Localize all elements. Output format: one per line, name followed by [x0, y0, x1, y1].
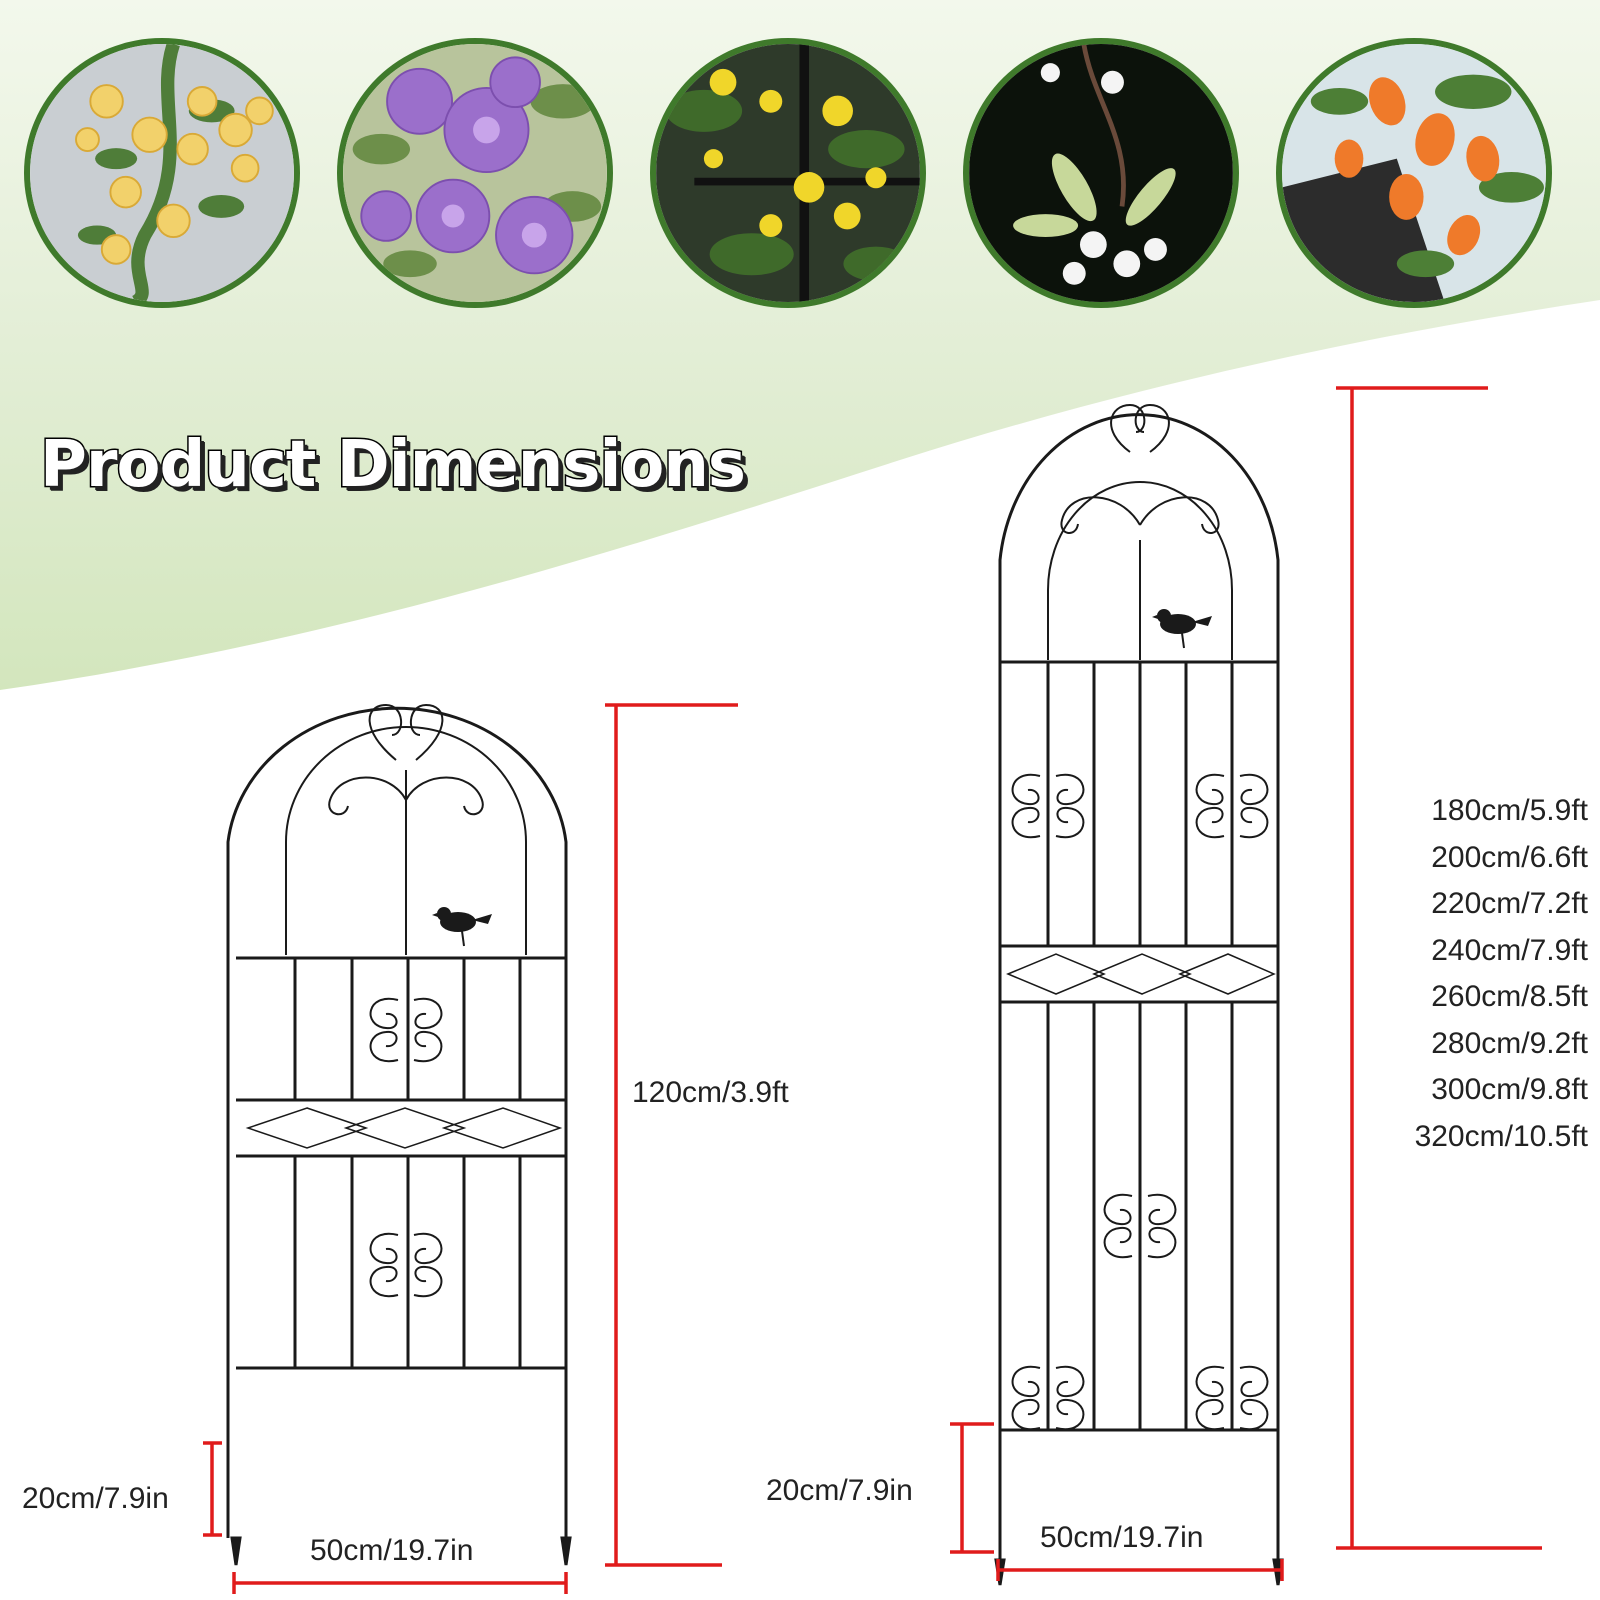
photo-purple-clematis: [337, 38, 613, 308]
tall-trellis: [994, 403, 1284, 1586]
small-width-measure: [232, 1572, 568, 1594]
purple-clematis-image: [343, 44, 607, 302]
small-stake-label: 20cm/7.9in: [22, 1482, 169, 1515]
photo-yellow-jasmine: [650, 38, 926, 308]
small-stake-measure: [203, 1441, 222, 1537]
yellow-rose-image: [30, 44, 294, 302]
height-option: 180cm/5.9ft: [1431, 794, 1588, 827]
tall-stake-measure: [950, 1422, 994, 1554]
height-option: 280cm/9.2ft: [1431, 1026, 1588, 1060]
white-jasmine-image: [969, 44, 1233, 302]
height-option: 300cm/9.8ft: [1431, 1073, 1588, 1106]
small-height-label: 120cm/3.9ft: [632, 1076, 789, 1109]
small-trellis: [226, 703, 572, 1566]
photo-white-jasmine: [963, 38, 1239, 308]
height-option: 200cm/6.6ft: [1431, 840, 1588, 874]
yellow-jasmine-image: [656, 44, 920, 302]
small-bird-ornament: [431, 906, 493, 947]
small-scroll-upper: [369, 997, 443, 1063]
photo-yellow-roses: [24, 38, 300, 308]
tall-height-measure: [1336, 386, 1542, 1550]
tall-width-measure: [996, 1559, 1284, 1581]
height-option: 260cm/8.5ft: [1431, 980, 1588, 1013]
page-title: Product Dimensions: [39, 427, 748, 504]
orange-trumpet-vine-image: [1282, 44, 1546, 302]
small-width-label: 50cm/19.7in: [310, 1534, 474, 1567]
tall-bird-ornament: [1151, 608, 1213, 649]
height-option: 220cm/7.2ft: [1431, 887, 1588, 920]
tall-width-label: 50cm/19.7in: [1040, 1521, 1204, 1554]
small-scroll-lower: [369, 1232, 443, 1298]
small-height-measure: [605, 703, 738, 1567]
height-option: 240cm/7.9ft: [1431, 933, 1588, 967]
tall-stake-label: 20cm/7.9in: [766, 1474, 913, 1507]
height-option: 320cm/10.5ft: [1414, 1119, 1588, 1153]
tall-height-options: 180cm/5.9ft 200cm/6.6ft 220cm/7.2ft 240c…: [1415, 788, 1588, 1160]
photo-orange-trumpet-vine: [1276, 38, 1552, 308]
